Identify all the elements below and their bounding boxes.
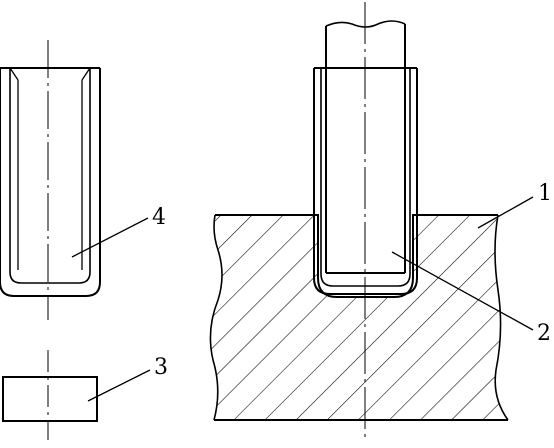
- cup-rim-inner-right: [81, 67, 91, 81]
- die-block-hatching: [210, 215, 508, 420]
- part-4-cup: [0, 67, 101, 297]
- callout-4: 4: [152, 205, 166, 230]
- leader-2: [391, 251, 534, 331]
- part-2-punch: [325, 20, 406, 274]
- callout-2: 2: [537, 321, 551, 346]
- die-block: [209, 214, 509, 421]
- cup-outer-outline: [0, 68, 101, 297]
- leader-lines: [71, 196, 534, 402]
- leader-4: [71, 217, 149, 258]
- callout-3: 3: [154, 355, 168, 380]
- leader-1: [477, 196, 534, 229]
- leader-3: [87, 369, 151, 402]
- callout-1: 1: [538, 181, 552, 206]
- cup-inner-outline: [9, 68, 91, 284]
- cup-rim-inner-left: [9, 67, 19, 81]
- part-3-blank: [2, 376, 98, 422]
- die-block-right-break: [494, 214, 509, 421]
- die-block-left-break: [209, 214, 223, 421]
